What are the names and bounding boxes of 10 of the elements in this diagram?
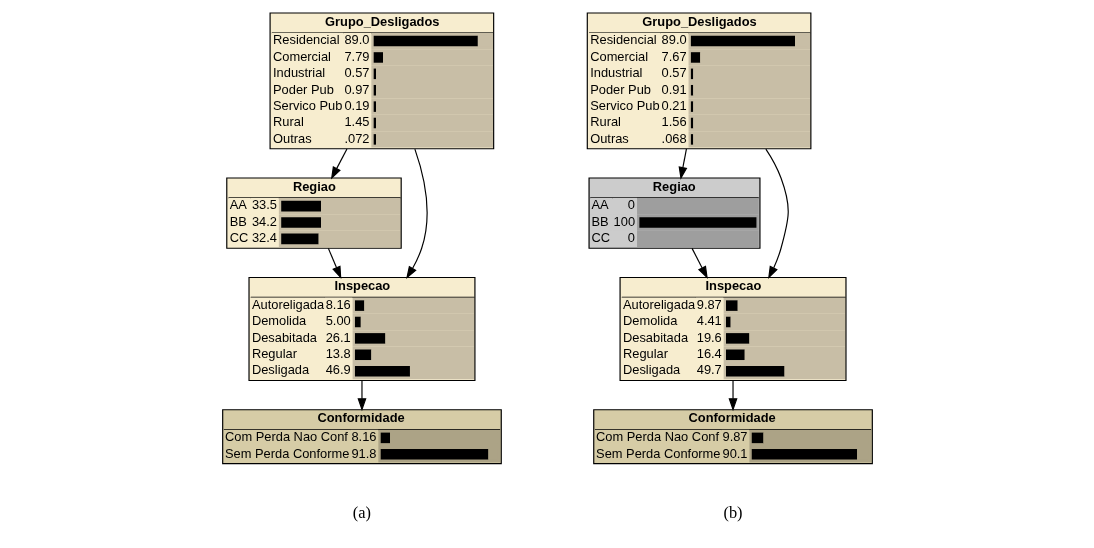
arrow [327, 247, 341, 280]
arrow [728, 380, 738, 412]
arrow [678, 148, 687, 180]
arrow [356, 380, 366, 412]
label: (b) [722, 503, 743, 523]
arrow [405, 148, 428, 279]
arrow [690, 247, 708, 279]
label: (a) [352, 503, 371, 523]
arrow [764, 148, 789, 280]
arrow [330, 148, 347, 180]
